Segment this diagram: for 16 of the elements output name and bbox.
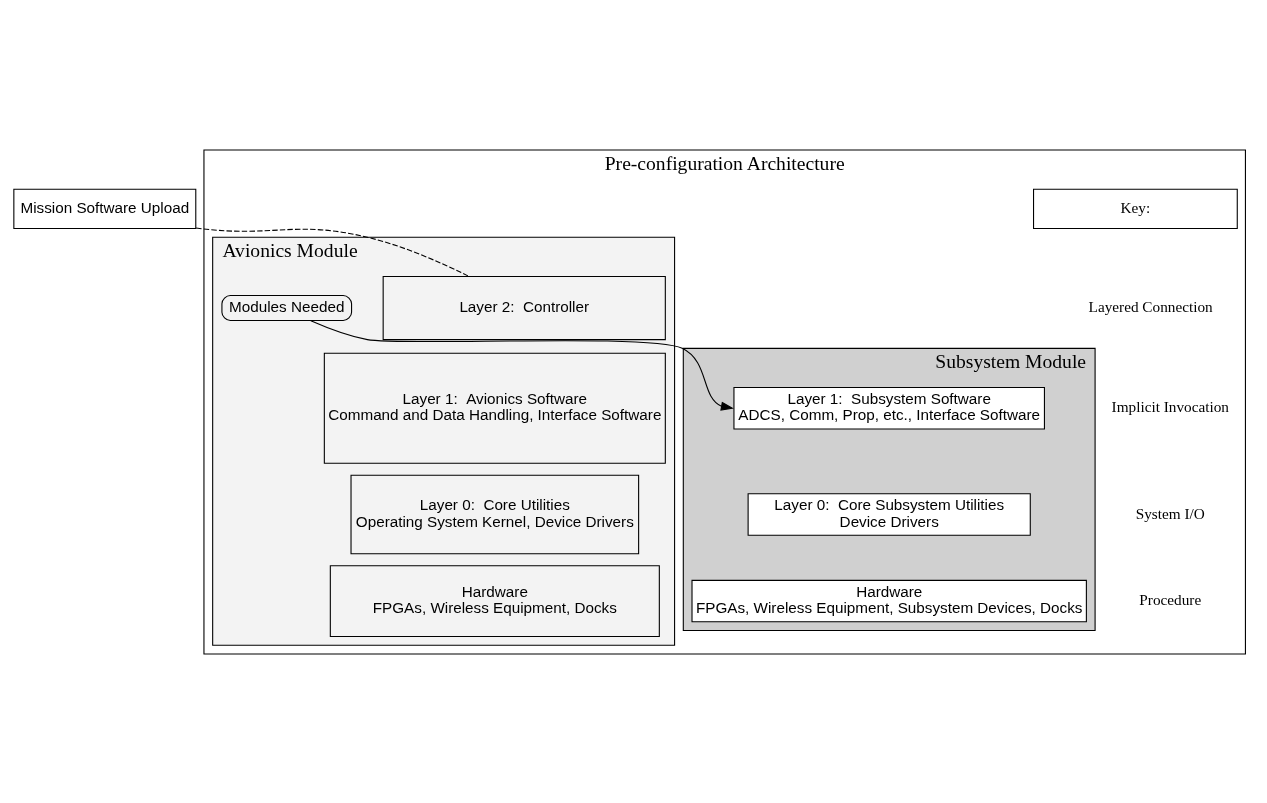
legend-label: Implicit Invocation [1111,397,1229,415]
legend-label: Layered Connection [1088,297,1213,315]
node-box: Layer 1: Subsystem Software ADCS, Comm, Prop, etc., Interface Software [732,386,1045,429]
legend-label: Procedure [1138,590,1201,608]
node-box: Hardware FPGAs, Wireless Equipment, Subsystem Devices, Docks [690,579,1087,622]
node-box: Key: [1032,188,1238,229]
arrow [309,319,734,411]
node-box: Layer 0: Core Subsystem Utilities Device Drivers [747,492,1031,536]
node-box: Layer 1: Avionics Software Command and Data Handling, Interface Software [323,352,666,464]
node-box: Modules Needed [220,294,352,321]
node-box: Mission Software Upload [12,188,196,229]
node-box: Hardware FPGAs, Wireless Equipment, Docks [329,564,660,637]
connector [195,227,470,277]
node-box: Layer 2: Controller [382,275,666,340]
legend-label: System I/O [1135,504,1205,522]
node-box: Layer 0: Core Utilities Operating System Kernel, Device Drivers [349,474,639,554]
